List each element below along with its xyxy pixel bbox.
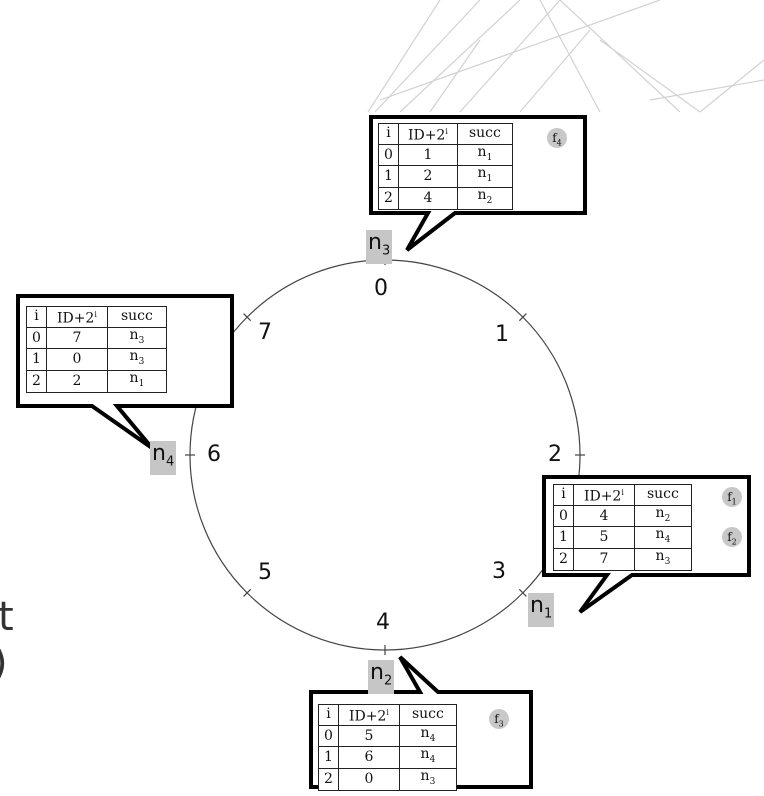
edge-fragment-bottom: ) <box>0 640 8 686</box>
node-n3: n3 <box>366 230 392 264</box>
tick-label-6: 6 <box>207 442 221 467</box>
col-header-i: i <box>379 124 399 145</box>
fault-chip-f2: f2 <box>722 527 742 547</box>
tick-label-4: 4 <box>376 610 390 635</box>
col-header-i: i <box>319 705 339 726</box>
col-header-id: ID+2i <box>398 124 457 145</box>
node-n1: n1 <box>528 593 554 627</box>
tick-label-7: 7 <box>258 320 272 345</box>
tick-label-3: 3 <box>492 559 506 584</box>
col-header-succ: succ <box>399 705 456 726</box>
col-header-succ: succ <box>634 485 691 506</box>
tick-label-0: 0 <box>374 276 388 301</box>
node-n2: n2 <box>368 660 394 694</box>
tick-label-2: 2 <box>548 442 562 467</box>
fault-chip-f4: f4 <box>547 128 567 148</box>
tick-label-5: 5 <box>258 560 272 585</box>
tick-label-1: 1 <box>495 322 509 347</box>
fault-chip-f3: f3 <box>489 709 509 729</box>
fault-chip-f1: f1 <box>722 487 742 507</box>
col-header-id: ID+2i <box>573 485 634 506</box>
col-header-succ: succ <box>107 307 166 328</box>
ring-ticks <box>185 255 585 655</box>
col-header-succ: succ <box>457 124 512 145</box>
col-header-i: i <box>27 307 47 328</box>
node-n4: n4 <box>150 441 176 475</box>
edge-fragment-top: t <box>0 594 14 640</box>
col-header-id: ID+2i <box>338 705 399 726</box>
decorative-lines <box>368 0 764 112</box>
col-header-id: ID+2i <box>46 307 107 328</box>
col-header-i: i <box>554 485 574 506</box>
